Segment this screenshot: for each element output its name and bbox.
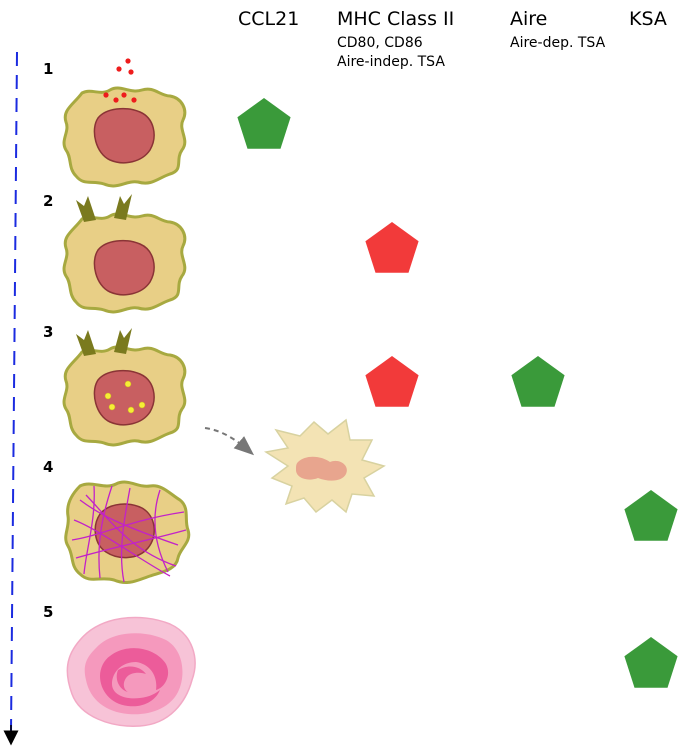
header-aire: Aire [510,8,548,30]
corpuscle-icon [66,616,196,727]
nucleus-icon [93,107,155,164]
stage-number-2: 2 [43,192,54,210]
stage-number-3: 3 [43,323,54,341]
pentagon-icon [237,98,291,149]
detached-cell-icon [263,418,386,514]
stage-number-4: 4 [43,458,54,476]
header-aire-sub: Aire-dep. TSA [510,35,606,51]
header-mhc-sub-1: CD80, CD86 [337,35,423,51]
pentagon-icon [624,490,678,541]
header-ccl21: CCL21 [238,8,300,30]
stage-number-1: 1 [43,60,54,78]
pentagon-icon [511,356,565,407]
pentagon-icon [365,222,419,273]
marker-layer [237,98,678,688]
nuclear-dots [104,380,146,414]
timeline-arrow-icon [3,51,19,746]
pentagon-icon [624,637,678,688]
nucleus-icon [93,239,155,296]
nucleus-icon [93,369,155,426]
pentagon-icon [365,356,419,407]
header-mhc-class-ii: MHC Class II [337,8,455,30]
nucleus-icon [94,503,155,559]
stage-number-5: 5 [43,603,54,621]
protrusion-icon [76,194,132,222]
dashed-arrow-icon [204,427,255,456]
header-mhc-sub-2: Aire-indep. TSA [337,54,445,70]
protrusion-icon [76,328,132,356]
secreted-dots [103,58,137,103]
header-ksa: KSA [629,8,667,30]
keratin-filaments [71,485,187,583]
